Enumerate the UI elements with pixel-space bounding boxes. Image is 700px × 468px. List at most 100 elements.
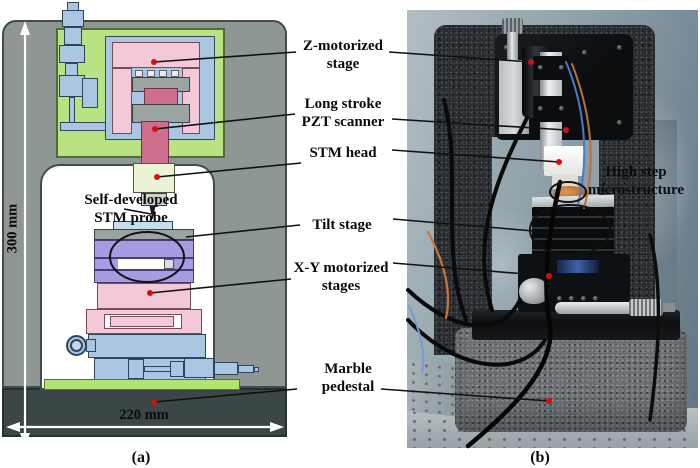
dot-xy-diagram — [147, 290, 153, 296]
leader-stm-left — [156, 162, 302, 178]
dot-xy-photo — [546, 273, 552, 279]
micrometer-thimble — [214, 362, 238, 375]
dim-arrow-up — [20, 21, 30, 35]
wire-orange-top — [571, 63, 592, 209]
leader-pzt-right — [391, 118, 567, 131]
label-stm-head: STM head — [293, 144, 393, 162]
xy-screw-4 — [593, 296, 598, 301]
probe-tip — [149, 206, 156, 220]
base-plate-green — [44, 379, 240, 390]
xy-clamp-knob — [519, 278, 549, 304]
label-marble-line1: Marble — [324, 361, 372, 377]
xy-screw-2 — [569, 296, 574, 301]
label-probe-line1: Self-developed — [84, 192, 178, 208]
z-actuator-bracket — [82, 78, 98, 108]
label-probe-line2: STM probe — [94, 210, 168, 226]
label-pzt: Long stroke PZT scanner — [293, 95, 393, 131]
tilt-top-plate — [94, 229, 194, 240]
dot-pzt-photo — [563, 127, 569, 133]
dot-stm-photo — [556, 159, 562, 165]
label-tilt-stage: Tilt stage — [292, 216, 392, 234]
leader-tilt-left — [185, 224, 301, 238]
tilt-upper-block — [94, 240, 194, 258]
label-xy-line1: X-Y motorized — [293, 260, 389, 276]
tilt-slider — [164, 259, 174, 269]
top-micrometer-stem — [507, 32, 518, 70]
screw-3 — [617, 120, 622, 125]
ellipse-microstructure-photo — [549, 181, 587, 203]
clamp-screw-2 — [559, 65, 564, 70]
marble-pedestal-block — [2, 388, 287, 437]
clamp-screw-4 — [559, 106, 564, 111]
rotation-knob-shaft — [86, 339, 96, 352]
leader-probe — [123, 208, 152, 215]
photo-panel — [407, 10, 698, 448]
ellipse-tilt-diagram — [109, 231, 185, 283]
dim-arrow-down — [20, 433, 30, 447]
horizontal-micrometer-tip — [663, 303, 675, 312]
leader-marble-right — [380, 388, 550, 402]
leader-z-right — [388, 51, 532, 63]
dim-height-label: 300 mm — [4, 203, 21, 254]
label-z-stage-line2: stage — [326, 56, 360, 72]
xy-screw-1 — [557, 296, 562, 301]
z-stage-pad-1 — [135, 70, 143, 77]
micrometer-block-2 — [170, 361, 184, 377]
screw-4 — [582, 50, 587, 55]
cable-left — [442, 98, 468, 322]
xy-stage-blue-part — [557, 260, 599, 273]
z-stage-left-leg — [112, 68, 132, 134]
z-stage-pad-2 — [147, 70, 155, 77]
z-actuator-block-2 — [64, 27, 82, 45]
xy-stage-slider — [110, 316, 174, 327]
z-stage-pad-4 — [171, 70, 179, 77]
dim-arrow-right — [270, 422, 284, 432]
micrometer-tip — [254, 367, 259, 372]
label-microstructure-line2: microstructure — [587, 182, 685, 198]
label-marble-line2: pedestal — [321, 379, 375, 395]
label-z-stage-line1: Z-motorized — [303, 38, 383, 54]
label-pzt-line1: Long stroke — [304, 96, 382, 112]
cable-right — [648, 233, 661, 422]
xy-stage-upper — [97, 283, 191, 309]
dim-width-label: 220 mm — [119, 407, 169, 423]
cable-loop-1 — [406, 288, 522, 328]
caption-a: (a) — [131, 449, 151, 466]
micrometer-end — [238, 365, 254, 373]
leader-marble-left — [153, 388, 298, 403]
z-actuator-block-3 — [59, 45, 85, 63]
rotation-knob-inner — [70, 339, 83, 352]
micrometer-block-1 — [128, 359, 144, 379]
label-probe: Self-developed STM probe — [81, 191, 181, 227]
caption-b: (b) — [530, 449, 550, 466]
cable-stm — [465, 179, 563, 449]
leader-tilt-right — [392, 218, 535, 232]
clamp-screw-3 — [538, 106, 543, 111]
label-microstructure-line1: High step — [605, 164, 667, 180]
top-micrometer-head — [502, 18, 523, 34]
micrometer-barrel — [184, 358, 214, 378]
dot-z-diagram — [151, 59, 157, 65]
horizontal-micrometer-ribs — [629, 299, 663, 316]
dot-stm-diagram — [154, 174, 160, 180]
dim-arrow-left — [6, 422, 20, 432]
dot-marble-photo — [546, 398, 552, 404]
label-tilt-stage-line1: Tilt stage — [312, 217, 372, 233]
label-xy-line2: stages — [321, 278, 361, 294]
wire-blue-top — [565, 61, 586, 206]
label-pzt-line2: PZT scanner — [301, 114, 385, 130]
leader-pzt-left — [154, 113, 296, 130]
dot-marble-diagram — [151, 399, 157, 405]
stm-head-block — [133, 163, 175, 193]
wire-blue-left — [408, 305, 425, 373]
screw-2 — [617, 45, 622, 50]
dot-z-photo — [528, 59, 534, 65]
leader-xy-right — [392, 262, 550, 277]
label-xy-stages: X-Y motorized stages — [291, 259, 391, 295]
horizontal-micrometer-bar — [555, 302, 635, 314]
screw-1 — [504, 45, 509, 50]
wire-orange-left — [426, 230, 450, 320]
leader-z-left — [153, 51, 297, 63]
label-z-stage: Z-motorized stage — [293, 37, 393, 73]
